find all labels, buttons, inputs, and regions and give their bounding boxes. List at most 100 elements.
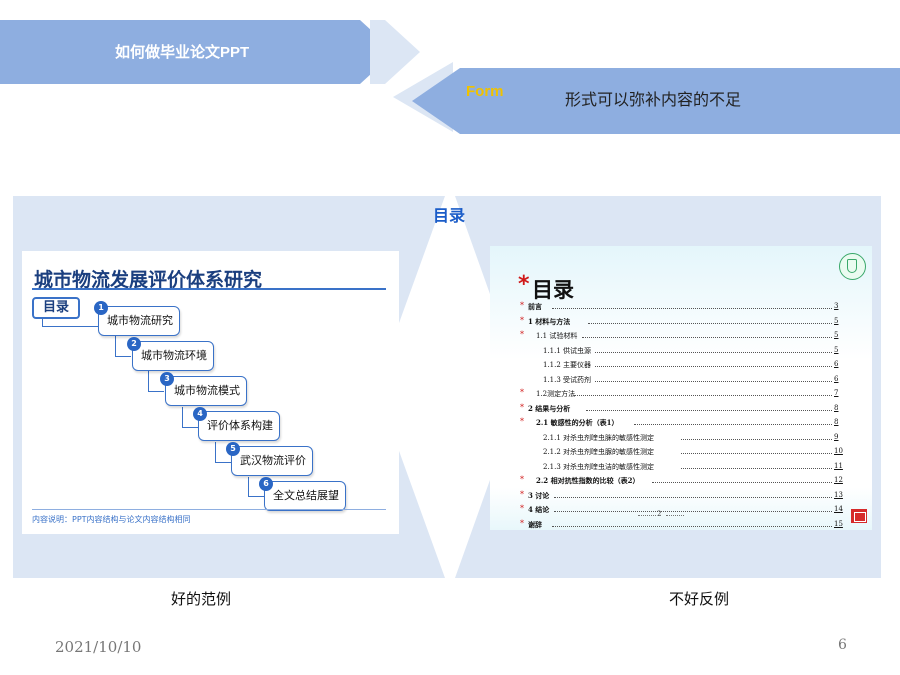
section-title: 目录 — [433, 206, 466, 225]
toc-page: 5 — [834, 331, 839, 339]
title-star: * — [518, 272, 530, 297]
toc-label: 1.1 试验材料 — [536, 332, 578, 340]
toc-page: 12 — [834, 476, 843, 484]
toc-page: 6 — [834, 374, 839, 383]
toc-star: * — [520, 402, 524, 412]
presentation-title: 如何做毕业论文PPT — [115, 44, 250, 61]
toc-entry: * 2.2 相对抗性指数的比较（表2） 12 — [520, 475, 844, 487]
toc-label: 1.1.3 受试药剂 — [543, 375, 592, 384]
toc-step: 武汉物流评价 — [231, 446, 313, 476]
toc-step: 评价体系构建 — [198, 411, 280, 441]
toc-page: 5 — [834, 345, 839, 354]
slide-number: 6 — [838, 637, 847, 653]
toc-leader — [595, 380, 832, 382]
toc-leader — [574, 395, 832, 396]
toc-page: 5 — [834, 316, 839, 325]
step-number: 3 — [160, 372, 174, 386]
toc-leader — [681, 438, 832, 440]
toc-label: 1.1.1 供试虫源 — [543, 346, 592, 355]
toc-page: 7 — [834, 389, 839, 397]
step-connector — [115, 336, 131, 357]
step-label: 全文总结展望 — [273, 489, 339, 502]
toc-leader — [582, 337, 832, 338]
toc-page: 15 — [834, 519, 843, 528]
toc-step: 城市物流研究 — [98, 306, 180, 336]
good-slide-title: 城市物流发展评价体系研究 — [34, 269, 263, 291]
toc-page: 9 — [834, 432, 839, 441]
step-connector — [248, 477, 264, 497]
toc-label: 4 结论 — [528, 505, 550, 514]
toc-leader — [681, 453, 832, 454]
toc-label: 2.1.3 对杀虫剂喹虫洁的敏感性测定 — [543, 462, 655, 471]
toc-leader — [554, 511, 832, 512]
toc-page: 8 — [834, 418, 839, 426]
toc-star: * — [520, 301, 524, 310]
toc-entry: * 2 结果与分析 8 — [520, 403, 844, 415]
step-number: 4 — [193, 407, 207, 421]
step-label: 城市物流环境 — [141, 349, 207, 362]
step-number: 1 — [94, 301, 108, 315]
toc-entry: * 1.1 试验材料 5 — [520, 330, 844, 342]
toc-page: 3 — [834, 302, 839, 310]
good-example-slide: 城市物流发展评价体系研究 目录 城市物流研究 1 城市物流环境 2 城市物流模式… — [22, 251, 399, 534]
toc-leader — [552, 308, 832, 309]
bad-slide-title: 目录 — [532, 278, 574, 302]
title-banner — [0, 20, 395, 84]
footer-date: 2021/10/10 — [55, 638, 142, 656]
toc-label: 1 材料与方法 — [528, 316, 571, 326]
title-rule — [32, 288, 386, 290]
toc-star: * — [520, 417, 524, 426]
toc-page: 6 — [834, 360, 839, 368]
toc-leader — [595, 366, 832, 367]
toc-star: * — [520, 518, 524, 528]
step-label: 城市物流模式 — [174, 384, 240, 397]
toc-label: 3 讨论 — [528, 490, 550, 500]
toc-leader — [552, 525, 832, 527]
red-seal-icon — [851, 509, 867, 523]
toc-entry: 1.1.1 供试虫源 5 — [543, 346, 844, 357]
toc-leader — [586, 409, 832, 411]
toc-entry: * 2.1 敏感性的分析（表1） 8 — [520, 417, 844, 429]
step-number: 5 — [226, 442, 240, 456]
toc-label: 1.2测定方法 — [536, 390, 576, 398]
toc-entry: * 谢辞 15 — [520, 519, 844, 531]
toc-entry: 1.1.3 受试药剂 6 — [543, 375, 844, 386]
step-connector — [215, 442, 231, 463]
toc-leader — [634, 424, 832, 425]
university-logo-icon — [839, 253, 866, 280]
toc-step: 全文总结展望 — [264, 481, 346, 511]
toc-star: * — [520, 504, 524, 513]
toc-leader — [595, 351, 832, 353]
toc-star: * — [520, 489, 524, 499]
form-banner — [412, 68, 900, 134]
toc-star: * — [520, 330, 524, 339]
toc-label: 2 结果与分析 — [528, 403, 571, 413]
toc-label: 前言 — [528, 302, 542, 311]
bad-example-caption: 不好反例 — [669, 590, 730, 608]
step-label: 武汉物流评价 — [240, 454, 306, 467]
content-note: 内容说明：PPT内容结构与论文内容结构相同 — [32, 515, 191, 524]
step-number: 2 — [127, 337, 141, 351]
toc-entry: * 前言 3 — [520, 301, 844, 313]
toc-star: * — [520, 475, 524, 484]
title-banner-chevron — [370, 20, 420, 84]
toc-page: 14 — [834, 505, 843, 513]
toc-label: 谢辞 — [528, 519, 542, 529]
toc-label: 2.1.2 对杀虫剂喹虫脲的敏感性测定 — [543, 448, 655, 456]
step-label: 城市物流研究 — [107, 314, 173, 327]
toc-page: 8 — [834, 403, 839, 412]
toc-leader — [652, 482, 832, 483]
toc-entry: * 4 结论 14 — [520, 504, 844, 516]
mulu-label: 目录 — [32, 297, 80, 319]
toc-label: 2.1 敏感性的分析（表1） — [536, 418, 619, 427]
note-rule — [32, 509, 386, 510]
form-text: 形式可以弥补内容的不足 — [565, 90, 742, 109]
toc-label: 2.2 相对抗性指数的比较（表2） — [536, 476, 640, 485]
